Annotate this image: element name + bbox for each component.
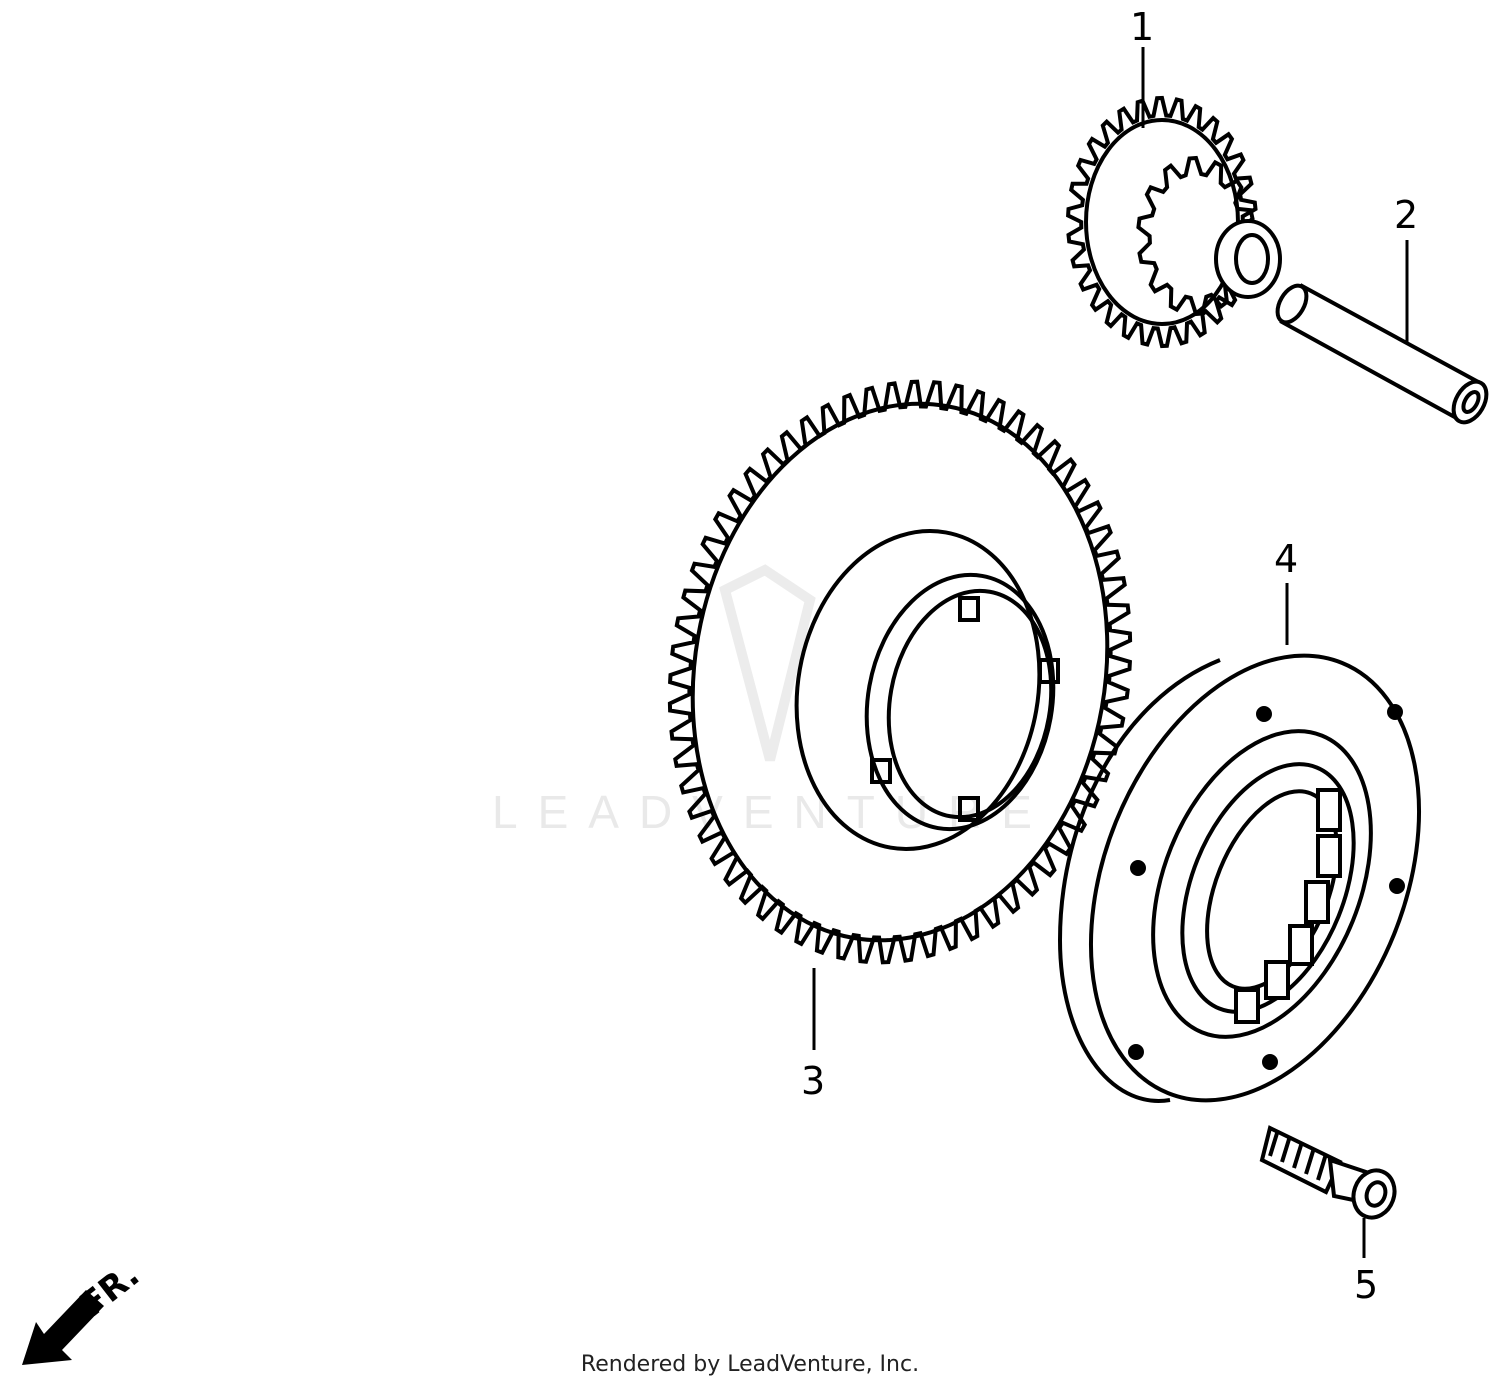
leader-lines: [812, 47, 1409, 1258]
callout-2[interactable]: 2: [1394, 193, 1418, 237]
shaft-end-far: [1275, 283, 1309, 325]
clutch-race-inner: [1180, 762, 1356, 1014]
callout-1[interactable]: 1: [1130, 5, 1154, 49]
shaft-part-2[interactable]: [1272, 281, 1494, 428]
watermark: LEADVENTURE: [492, 564, 1052, 838]
front-direction-indicator: FR.: [22, 1255, 147, 1365]
callout-4[interactable]: 4: [1274, 537, 1298, 581]
clutch-outer-side: [1057, 658, 1221, 1103]
clutch-race-outer: [1151, 729, 1373, 1039]
gear-3-tab: [958, 596, 980, 622]
shaft-body: [1279, 283, 1485, 423]
clutch-bolt-holes: [1128, 704, 1405, 1070]
shaft-bore: [1461, 390, 1481, 414]
footer-credit: Rendered by LeadVenture, Inc.: [580, 1352, 920, 1377]
gear-1-teeth: [1066, 95, 1258, 349]
gear-3-tab: [958, 796, 980, 822]
bolt-socket: [1364, 1180, 1388, 1208]
clutch-part-4[interactable]: [1029, 607, 1481, 1150]
clutch-rollers: [1234, 788, 1342, 1024]
callouts: 1 2 3 4 5: [801, 5, 1418, 1307]
gear-part-3[interactable]: [651, 371, 1149, 974]
clutch-face: [1089, 653, 1421, 1103]
callout-3[interactable]: 3: [801, 1059, 825, 1103]
gear-3-root: [690, 401, 1110, 943]
gear-3-tab: [1038, 658, 1060, 684]
arrow-icon: [22, 1290, 104, 1365]
bolt-threads: [1268, 1129, 1328, 1181]
gear-3-teeth: [667, 379, 1133, 965]
gear-1-rim: [1084, 118, 1240, 326]
gear-1-pinion: [1136, 155, 1256, 317]
gear-1-bore: [1234, 233, 1270, 285]
gear-3-tab: [870, 758, 892, 784]
gear-3-boss-inner: [886, 588, 1054, 820]
callout-5[interactable]: 5: [1354, 1263, 1378, 1307]
watermark-logo-icon: [719, 564, 816, 762]
watermark-text: LEADVENTURE: [492, 786, 1052, 838]
gear-3-boss-outer: [794, 529, 1042, 851]
gear-part-1[interactable]: [1066, 95, 1282, 349]
bolt-part-5[interactable]: [1259, 1125, 1401, 1223]
